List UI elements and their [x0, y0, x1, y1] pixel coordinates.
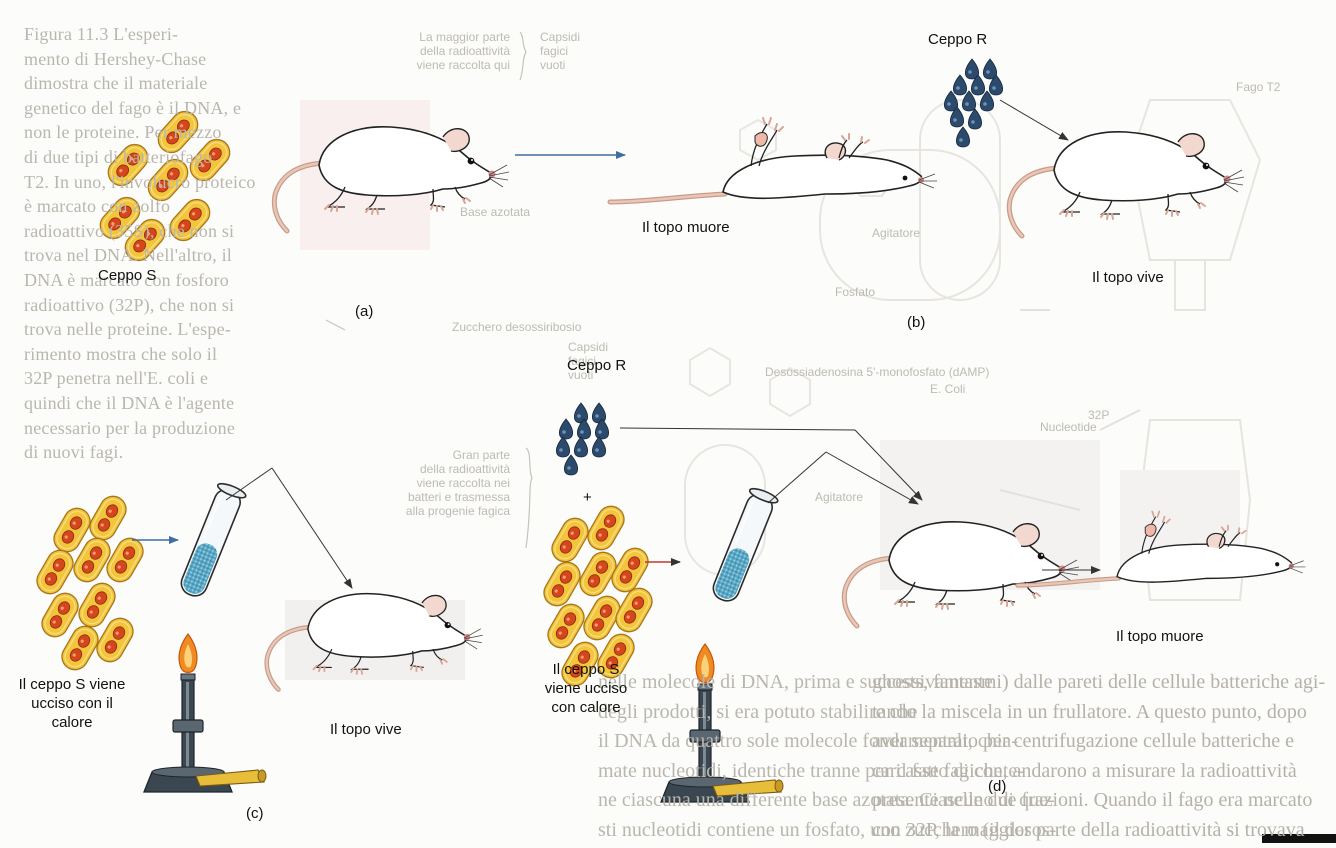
ghost-line: presente nelle due frazioni. Quando il f…	[872, 786, 1332, 816]
ghost-line: viene raccolta qui	[350, 58, 510, 72]
ghost-misc-agitatore-1: Agitatore	[872, 226, 920, 240]
ghost-line: di due tipi di batteriofago	[24, 145, 314, 170]
ghost-line: mento di Hershey-Chase	[24, 47, 314, 72]
ghost-line: genetico del fago è il DNA, e	[24, 96, 314, 121]
ghost-line: DNA è marcato con fosforo	[24, 268, 314, 293]
separator	[326, 320, 345, 330]
mouse-b	[1009, 132, 1244, 236]
panel-b	[944, 59, 1244, 236]
test-tube-d	[708, 486, 779, 605]
heat-label-c: Il ceppo S viene ucciso con il calore	[16, 675, 128, 732]
heat-label-d: Il ceppo S viene ucciso con calore	[540, 660, 632, 717]
ghost-line: di nuovi fagi.	[24, 440, 314, 465]
ghost-line: viene raccolta nei	[330, 476, 510, 490]
ghost-line: non le proteine. Per mezzo	[24, 120, 314, 145]
dead-mouse-a	[610, 118, 937, 202]
ghost-line: necessario per la produzione	[24, 416, 314, 441]
ghost-line: Capsidi	[540, 30, 580, 44]
ceppo-r-label-d: Ceppo R	[567, 356, 626, 375]
ghost-line: rimento mostra che solo il	[24, 342, 314, 367]
ghost-line: T2. In uno, l'involucro proteico	[24, 170, 314, 195]
ghost-misc-fago: Fago T2	[1236, 80, 1280, 94]
ghost-line: quindi che il DNA è l'agente	[24, 391, 314, 416]
arrow-c-pointer	[226, 468, 272, 500]
plus-label: +	[583, 488, 592, 507]
ghost-note-top-side: Capsidi fagici vuoti	[540, 30, 580, 72]
death-label-a: Il topo muore	[642, 218, 730, 237]
death-label-d: Il topo muore	[1116, 627, 1204, 646]
ceppo-s-label-a: Ceppo S	[98, 266, 156, 285]
arrow-b	[1000, 100, 1068, 140]
ghost-line: trova nel DNA. Nell'altro, il	[24, 243, 314, 268]
ghost-line: della radioattività	[330, 462, 510, 476]
ghost-line: della radioattività	[350, 44, 510, 58]
burner-c	[144, 634, 266, 792]
panel-b-label: (b)	[907, 313, 925, 332]
ghost-line: Figura 11.3 L'esperi-	[24, 22, 314, 47]
ghost-side-column: Figura 11.3 L'esperi- mento di Hershey-C…	[24, 22, 314, 465]
ghost-misc-base: Base azotata	[460, 205, 530, 219]
ghost-misc-damp: Desossiadenosina 5'-monofosfato (dAMP)	[765, 365, 989, 379]
ghost-note-mid: Gran parte della radioattività viene rac…	[330, 448, 510, 518]
arrow-d-r	[620, 428, 855, 430]
ghost-line: dimostra che il materiale	[24, 71, 314, 96]
ghost-line: radioattivo (32P), che non si	[24, 293, 314, 318]
ghost-misc-ecoli: E. Coli	[930, 382, 965, 396]
ghost-line: trova nelle proteine. L'espe-	[24, 317, 314, 342]
ghost-line: batteri e trasmessa	[330, 490, 510, 504]
panel-a-label: (a)	[355, 302, 373, 321]
panel-d-label: (d)	[988, 777, 1006, 796]
test-tube-c	[176, 481, 247, 600]
ceppo-r-drops-b	[944, 59, 1002, 147]
ghost-misc-nucleotide: Nucleotide	[1040, 420, 1097, 434]
panel-c-label: (c)	[246, 804, 264, 823]
ceppo-r-drops-d	[556, 403, 608, 475]
ghost-misc-32p: 32P	[1088, 408, 1109, 422]
ghost-line: è marcato con zolfo	[24, 194, 314, 219]
ghost-misc-agitatore-2: Agitatore	[815, 490, 863, 504]
ceppo-r-label-b: Ceppo R	[928, 30, 987, 49]
ghost-line: tando la miscela in un frullatore. A que…	[872, 698, 1332, 728]
ghost-line: carcasse fagiche, andarono a misurare la…	[872, 757, 1332, 787]
ghost-line: aver separato per centrifugazione cellul…	[872, 727, 1332, 757]
ghost-line: alla progenie fagica	[330, 504, 510, 518]
ghost-misc-fosfato: Fosfato	[835, 285, 875, 299]
ceppo-s-bacteria-c	[32, 492, 148, 675]
ghost-line: vuoti	[540, 58, 580, 72]
ghost-line: radioattivo (35S), che non si	[24, 219, 314, 244]
live-label-b: Il topo vive	[1092, 268, 1164, 287]
ghost-line: Capsidi	[568, 340, 608, 354]
ghost-line: Gran parte	[330, 448, 510, 462]
ghost-line: 32P penetra nell'E. coli e	[24, 366, 314, 391]
ghost-bottom-right: ghosts, fantasmi) dalle pareti delle cel…	[872, 668, 1332, 845]
ghost-note-top: La maggior parte della radioattività vie…	[350, 30, 510, 72]
ghost-line: con 32P, la maggior parte della radioatt…	[872, 816, 1332, 846]
brace-mid	[526, 448, 532, 548]
ghost-line: La maggior parte	[350, 30, 510, 44]
ghost-line: fagici	[540, 44, 580, 58]
brace-top	[520, 32, 526, 80]
ghost-line: ghosts, fantasmi) dalle pareti delle cel…	[872, 668, 1332, 698]
ghost-misc-zucchero: Zucchero desossiribosio	[452, 320, 581, 334]
live-label-c: Il topo vive	[330, 720, 402, 739]
